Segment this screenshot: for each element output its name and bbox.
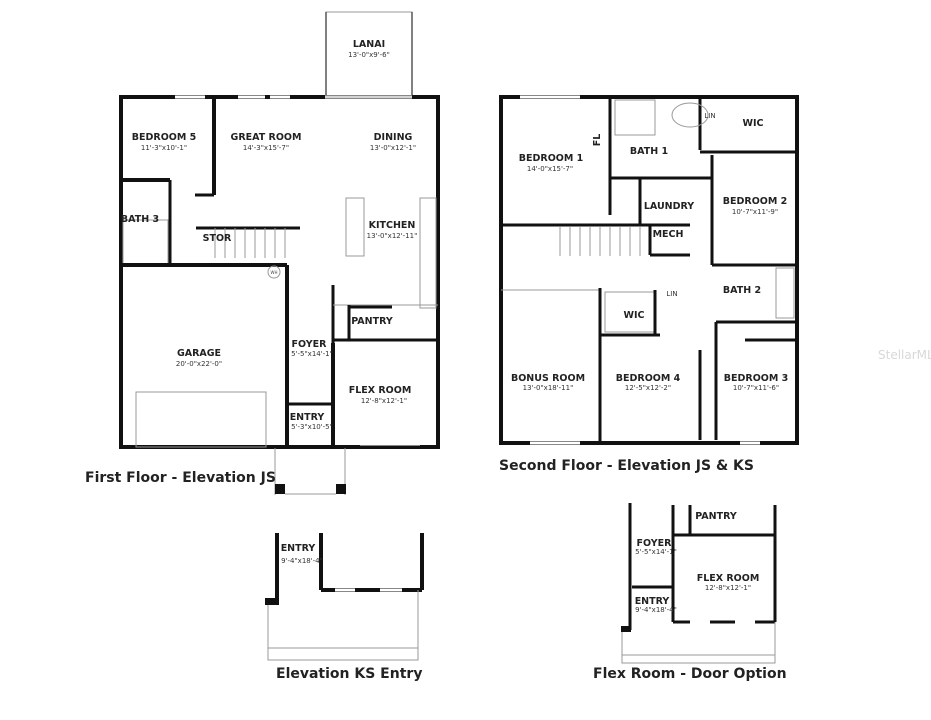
svg-text:5'-3"x10'-5": 5'-3"x10'-5" — [291, 423, 333, 431]
room-label-option-foyer: FOYER — [637, 538, 673, 549]
room-label-option-pantry: PANTRY — [695, 511, 737, 522]
room-label-bedroom-4: BEDROOM 4 — [616, 373, 681, 384]
room-label-bedroom-3: BEDROOM 3 — [724, 373, 788, 384]
room-label-bath-1: BATH 1 — [630, 146, 668, 157]
room-label-ks-entry: ENTRY — [281, 543, 316, 554]
room-label-garage: GARAGE — [177, 348, 221, 359]
room-label-option-flex-room: FLEX ROOM — [697, 573, 760, 584]
flex-option-caption: Flex Room - Door Option — [593, 666, 787, 682]
first-floor-caption: First Floor - Elevation JS — [85, 470, 276, 486]
room-label-bath-3: BATH 3 — [121, 214, 159, 225]
room-label-stor: STOR — [203, 233, 232, 244]
kitchen-island — [345, 197, 365, 257]
flex-door-option-plan: PANTRY FOYER 5'-5"x14'-1" FLEX ROOM 12'-… — [593, 503, 787, 682]
room-label-mech: MECH — [653, 229, 684, 240]
ks-entry-plan: ENTRY 9'-4"x18'-4" Elevation KS Entry — [265, 533, 424, 682]
svg-text:12'-8"x12'-1": 12'-8"x12'-1" — [361, 397, 407, 405]
room-label-option-entry: ENTRY — [635, 596, 670, 607]
svg-text:13'-0"x12'-11": 13'-0"x12'-11" — [367, 232, 418, 240]
room-label-dining: DINING — [374, 132, 413, 143]
svg-text:13'-0"x12'-1": 13'-0"x12'-1" — [370, 144, 416, 152]
svg-text:9'-4"x18'-4": 9'-4"x18'-4" — [635, 606, 677, 614]
room-label-bedroom-2: BEDROOM 2 — [723, 196, 787, 207]
room-label-lanai: LANAI — [353, 39, 385, 50]
second-floor-caption: Second Floor - Elevation JS & KS — [499, 458, 754, 474]
kitchen-counter — [419, 197, 437, 309]
room-label-bedroom-5: BEDROOM 5 — [132, 132, 196, 143]
second-floor-plan — [499, 95, 799, 445]
room-label-wic-2: WIC — [624, 310, 645, 321]
room-label-entry: ENTRY — [290, 412, 325, 423]
room-label-wic: WIC — [743, 118, 764, 129]
room-label-lin: LIN — [704, 112, 715, 120]
first-floor-plan: WH — [119, 11, 440, 495]
second-floor-walls — [499, 95, 799, 445]
svg-text:13'-0"x18'-11": 13'-0"x18'-11" — [523, 384, 574, 392]
svg-text:10'-7"x11'-9": 10'-7"x11'-9" — [732, 208, 778, 216]
svg-text:9'-4"x18'-4": 9'-4"x18'-4" — [281, 557, 323, 565]
svg-text:12'-5"x12'-2": 12'-5"x12'-2" — [625, 384, 671, 392]
svg-text:5'-5"x14'-1": 5'-5"x14'-1" — [291, 350, 333, 358]
room-label-fl: FL — [592, 134, 603, 147]
room-label-flex-room: FLEX ROOM — [349, 385, 412, 396]
second-floor-labels: BEDROOM 1 14'-0"x15'-7" BATH 1 WIC LIN F… — [499, 112, 788, 474]
room-label-bonus-room: BONUS ROOM — [511, 373, 585, 384]
watermark: StellarMLS — [878, 348, 931, 362]
svg-text:11'-3"x10'-1": 11'-3"x10'-1" — [141, 144, 187, 152]
svg-text:14'-0"x15'-7": 14'-0"x15'-7" — [527, 165, 573, 173]
room-label-laundry: LAUNDRY — [644, 201, 694, 212]
svg-text:5'-5"x14'-1": 5'-5"x14'-1" — [635, 548, 677, 556]
svg-text:WH: WH — [271, 270, 278, 275]
svg-text:14'-3"x15'-7": 14'-3"x15'-7" — [243, 144, 289, 152]
garage-door — [135, 391, 267, 448]
room-label-bath-2: BATH 2 — [723, 285, 761, 296]
svg-text:12'-8"x12'-1": 12'-8"x12'-1" — [705, 584, 751, 592]
room-label-kitchen: KITCHEN — [369, 220, 416, 231]
room-label-lin-2: LIN — [666, 290, 677, 298]
ks-entry-caption: Elevation KS Entry — [276, 666, 422, 682]
svg-text:20'-0"x22'-0": 20'-0"x22'-0" — [176, 360, 222, 368]
water-heater — [267, 265, 281, 279]
room-label-foyer: FOYER — [292, 339, 328, 350]
room-label-pantry: PANTRY — [351, 316, 393, 327]
room-label-great-room: GREAT ROOM — [231, 132, 302, 143]
svg-text:13'-0"x9'-6": 13'-0"x9'-6" — [348, 51, 390, 59]
room-label-bedroom-1: BEDROOM 1 — [519, 153, 583, 164]
svg-text:10'-7"x11'-6": 10'-7"x11'-6" — [733, 384, 779, 392]
first-floor-labels: LANAI 13'-0"x9'-6" BEDROOM 5 11'-3"x10'-… — [85, 39, 417, 486]
